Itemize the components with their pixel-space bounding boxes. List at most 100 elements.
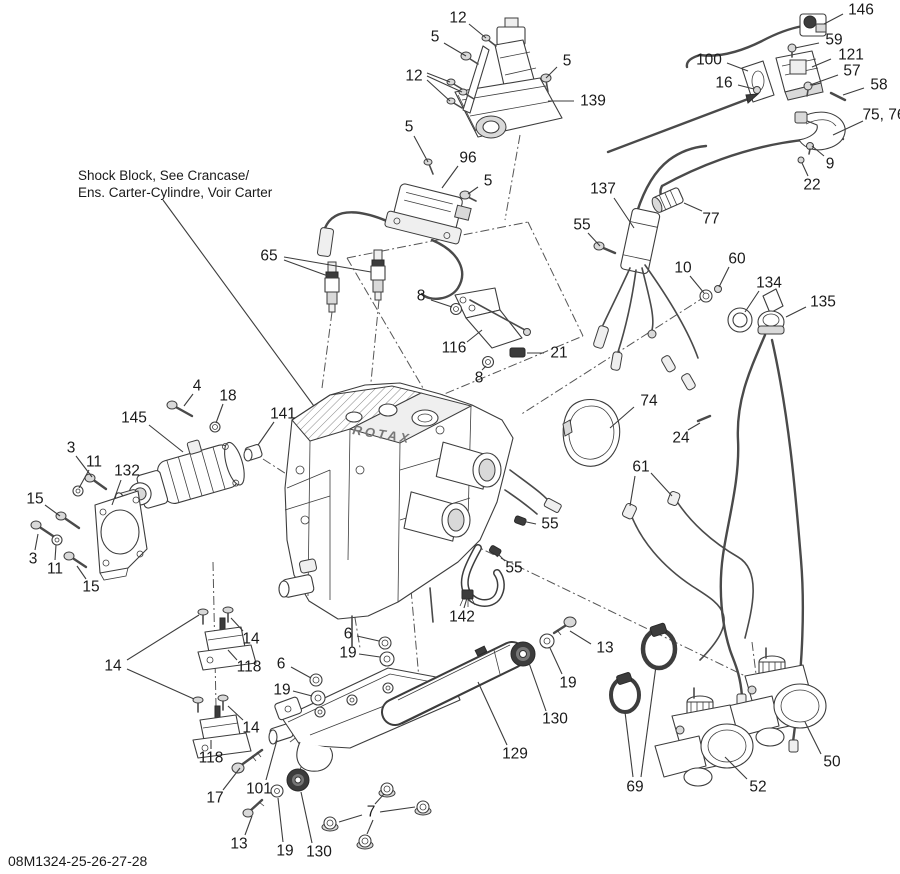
leader-line: [126, 614, 200, 661]
callout-12: 12: [405, 68, 422, 85]
leader-line: [413, 135, 429, 163]
nut-10: [699, 289, 713, 303]
callout-75-76: 75, 76: [862, 107, 900, 124]
bolt-17: [231, 748, 264, 774]
nut-18: [209, 421, 221, 433]
bracket-116: [449, 287, 531, 369]
leader-line: [650, 472, 673, 497]
callout-6: 6: [277, 656, 286, 673]
bolt-4: [166, 400, 194, 418]
wire-harness-137: [593, 144, 722, 391]
leader-line: [300, 791, 313, 844]
nut-6-right: [378, 636, 392, 650]
leader-line: [126, 668, 195, 700]
screw-9: [806, 142, 814, 155]
intake-socket-upper: [435, 441, 502, 490]
leader-line: [374, 793, 385, 805]
leader-line: [430, 299, 453, 308]
callout-100: 100: [696, 52, 722, 69]
callout-101: 101: [246, 781, 272, 798]
callout-55: 55: [573, 217, 590, 234]
callout-132: 132: [114, 463, 140, 480]
pin-58: [829, 91, 847, 102]
bolt-5d: [459, 190, 477, 202]
callout-13: 13: [230, 836, 247, 853]
leader-line: [528, 662, 547, 712]
leader-line: [277, 797, 284, 843]
leader-line: [809, 74, 839, 86]
callout-19: 19: [276, 843, 293, 860]
bolt-5a: [460, 51, 479, 65]
annotation-leader: [162, 199, 331, 429]
damper-130-left: [286, 768, 310, 792]
callout-74: 74: [640, 393, 658, 410]
callout-145: 145: [121, 410, 147, 427]
crankshaft-output: [278, 558, 318, 598]
screw-16: [753, 86, 761, 94]
washer-60: [714, 285, 722, 293]
screw-13-right: [552, 616, 577, 636]
leader-line: [640, 665, 657, 778]
callout-9: 9: [826, 156, 835, 173]
cover-74: [562, 398, 621, 467]
bolt-3b: [30, 520, 55, 538]
leader-line: [76, 565, 87, 580]
callout-8: 8: [475, 370, 484, 387]
callout-3: 3: [29, 551, 38, 568]
leader-line: [78, 469, 90, 489]
callout-15: 15: [26, 491, 43, 508]
engine-mount-118-upper: [197, 606, 257, 671]
pin-24: [696, 414, 712, 423]
mount-plate-132: [94, 490, 148, 581]
leader-line: [44, 504, 61, 517]
solenoid-assembly-top-right: [606, 13, 847, 199]
callout-77: 77: [702, 211, 719, 228]
callout-17: 17: [206, 790, 223, 807]
leader-line: [481, 365, 487, 371]
callout-118: 118: [199, 750, 224, 767]
screw-22: [797, 156, 805, 164]
leader-line: [148, 424, 184, 453]
callout-141: 141: [270, 406, 296, 423]
leader-line: [737, 84, 755, 90]
hose-clamps-69: [609, 622, 678, 714]
washer-11a: [72, 485, 84, 497]
bushing-101: [268, 723, 294, 745]
nut-8a: [449, 302, 463, 316]
leader-line: [785, 306, 807, 318]
leader-line: [689, 275, 705, 294]
leader-line: [222, 767, 241, 791]
callout-60: 60: [728, 251, 746, 268]
intake-socket-lower: [403, 491, 471, 542]
callout-134: 134: [756, 275, 782, 292]
callout-12: 12: [449, 10, 466, 27]
nut-8b: [481, 355, 495, 369]
callout-22: 22: [803, 177, 820, 194]
leader-line: [227, 705, 244, 721]
nuts-7: [321, 782, 432, 850]
leader-line: [569, 630, 592, 645]
bushing-141: [243, 444, 263, 462]
annotation-line1: Shock Block, See Crancase/: [78, 168, 249, 183]
leader-line: [463, 597, 468, 609]
carburetor-52: [654, 687, 754, 787]
callout-14: 14: [242, 631, 260, 648]
leader-line: [257, 421, 275, 446]
leader-line: [624, 711, 634, 778]
leader-line: [111, 479, 122, 506]
annotation-line2: Ens. Carter-Cylindre, Voir Carter: [78, 185, 273, 200]
leader-line: [426, 72, 451, 83]
leader-line: [441, 165, 459, 189]
leader-line: [801, 162, 809, 177]
washer-11b: [51, 534, 63, 546]
leader-line: [227, 649, 238, 661]
leader-line: [794, 42, 820, 49]
callout-14: 14: [104, 658, 122, 675]
leader-line: [183, 393, 194, 407]
leader-line: [283, 259, 329, 277]
washer-19-left: [270, 784, 284, 798]
leader-line: [545, 66, 558, 79]
leader-line: [338, 814, 363, 823]
plug-boot: [316, 227, 334, 257]
callout-57: 57: [843, 63, 860, 80]
